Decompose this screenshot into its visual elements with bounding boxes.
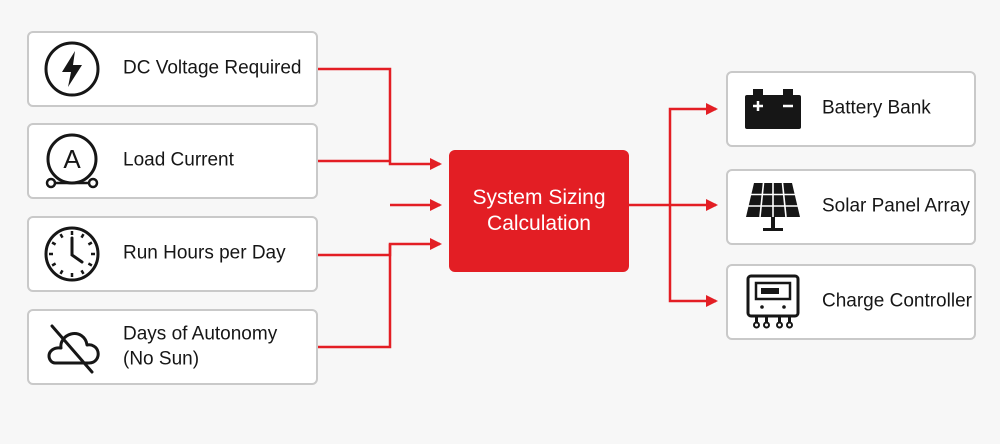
output-label: Charge Controller	[822, 290, 972, 312]
solar-panel-icon	[746, 182, 800, 231]
output-battery-bank: Battery Bank	[726, 71, 976, 147]
output-label: Solar Panel Array	[822, 195, 970, 217]
input-label: Days of Autonomy (No Sun)	[123, 323, 278, 369]
output-charge-controller: Charge Controller	[726, 264, 976, 340]
input-label: DC Voltage Required	[123, 57, 302, 79]
input-label: Load Current	[123, 149, 234, 171]
output-label: Battery Bank	[822, 97, 931, 119]
connector-battery	[668, 103, 718, 205]
connector-dc-voltage	[318, 67, 442, 170]
system-sizing-calculation-box: System Sizing Calculation	[449, 150, 629, 272]
battery-icon	[745, 89, 801, 129]
charge-controller-icon	[746, 274, 800, 329]
lightning-bolt-icon	[44, 41, 100, 97]
ammeter-icon: A	[45, 133, 99, 189]
input-days-autonomy: Days of Autonomy (No Sun)	[27, 309, 318, 385]
output-solar-panel-array: Solar Panel Array	[726, 169, 976, 245]
input-label: Run Hours per Day	[123, 242, 286, 264]
clock-icon	[44, 226, 100, 282]
connector-autonomy	[318, 244, 392, 349]
input-dc-voltage: DC Voltage Required	[27, 31, 318, 107]
connector-run-hours	[318, 238, 442, 257]
ammeter-letter: A	[63, 144, 81, 174]
cloud-no-sun-icon	[47, 324, 100, 374]
center-label: System Sizing Calculation	[472, 185, 606, 235]
connector-controller	[668, 205, 718, 307]
input-run-hours: Run Hours per Day	[27, 216, 318, 292]
input-load-current: A Load Current	[27, 123, 318, 199]
